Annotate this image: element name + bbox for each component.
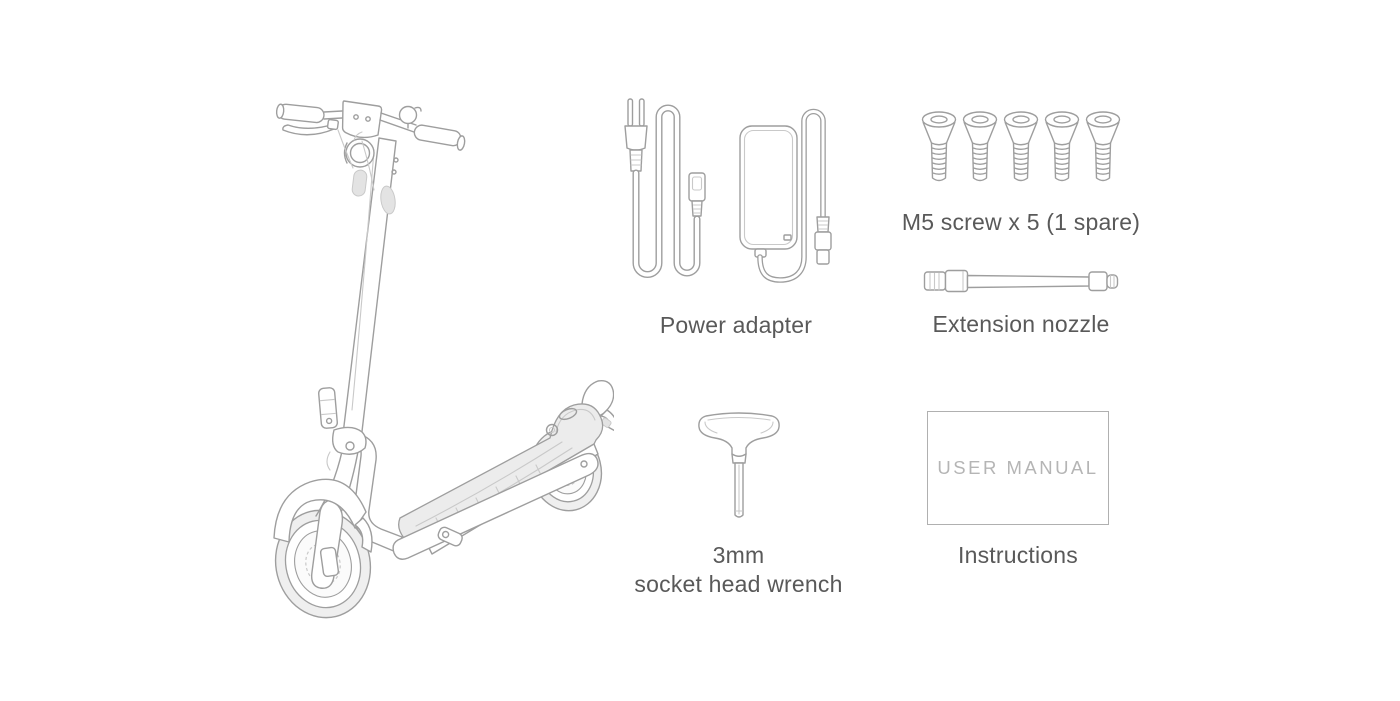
figure8-connector [688, 172, 706, 217]
bell [398, 105, 422, 129]
extension-nozzle-item: Extension nozzle [901, 265, 1141, 339]
power-adapter-label: Power adapter [659, 312, 813, 338]
scooter-icon [273, 100, 614, 619]
m5-screw-icons [921, 111, 1121, 182]
m5-screws-label: M5 screw x 5 (1 spare) [901, 209, 1141, 235]
m5-screw-icon [1085, 111, 1121, 182]
manual-label: Instructions [957, 542, 1078, 568]
m5-screw-icon [1003, 111, 1039, 182]
wrench-icon [697, 412, 780, 518]
ac-cord [632, 104, 701, 278]
wrench-label-line2: socket head wrench [634, 571, 843, 597]
scooter-illustration [250, 80, 614, 625]
m5-screw-icon [921, 111, 957, 182]
display-console [341, 100, 383, 139]
left-grip [275, 103, 325, 124]
adapter-brick [739, 125, 798, 258]
front-fender [273, 478, 373, 553]
power-adapter-icon [624, 98, 832, 283]
wrench-label-line1: 3mm [712, 542, 765, 568]
m5-screws-item: M5 screw x 5 (1 spare) [901, 110, 1141, 237]
power-adapter-item: Power adapter [616, 97, 856, 340]
reflector-tag [351, 169, 368, 197]
output-connector [814, 216, 832, 265]
manual-cover-text: USER MANUAL [937, 457, 1099, 478]
wrench-label: 3mm socket head wrench [634, 541, 842, 599]
deck [353, 403, 604, 560]
stem [318, 137, 399, 471]
wrench-item: 3mm socket head wrench [634, 407, 842, 599]
dc-cord [757, 108, 826, 283]
ac-plug [624, 98, 648, 172]
manual-cover: USER MANUAL [927, 411, 1109, 525]
m5-screw-icon [962, 111, 998, 182]
manual-item: USER MANUAL Instructions [927, 411, 1109, 570]
extension-nozzle-icon [923, 269, 1119, 293]
right-grip [413, 124, 462, 147]
m5-screw-icon [1044, 111, 1080, 182]
front-fork [310, 441, 360, 589]
handlebar [275, 100, 466, 197]
extension-nozzle-label: Extension nozzle [932, 311, 1110, 337]
